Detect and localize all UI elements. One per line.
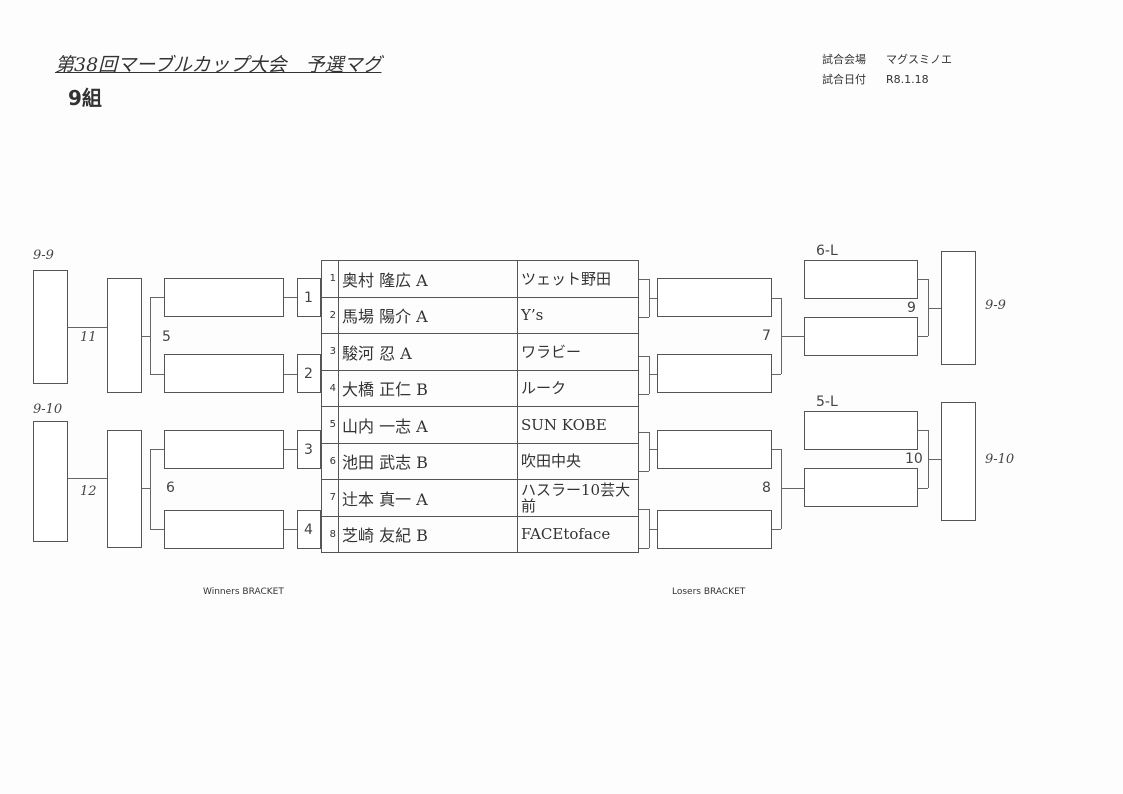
hand-note-9-9: 9-9 [985,298,1006,313]
match-number-8: 8 [762,480,771,496]
team-name: FACEtoface [517,515,639,553]
match-box-3: 3 [297,430,321,469]
seed-number: 2 [321,296,339,334]
team-name: 吹田中央 [517,442,639,480]
hand-note-11: 11 [80,330,97,345]
hand-note-12: 12 [80,484,97,499]
loser-slot[interactable] [657,430,772,469]
semi-box-w1[interactable] [107,278,142,393]
loser-slot[interactable] [804,317,918,356]
final-box-l2[interactable] [941,402,976,521]
match-number-10: 10 [905,451,923,467]
seed-number: 5 [321,406,339,444]
winner-slot[interactable] [164,354,284,393]
player-name: 山内 一志 A [338,406,518,444]
venue-label: 試合会場 [822,53,866,66]
player-name: 池田 武志 B [338,442,518,480]
winner-slot[interactable] [164,510,284,549]
venue-value: マグスミノエ [886,53,952,66]
match-number-7: 7 [762,328,771,344]
match-box-1: 1 [297,278,321,317]
final-box-w2[interactable] [33,421,68,542]
winners-bracket-label: Winners BRACKET [203,587,284,597]
winner-slot[interactable] [164,430,284,469]
team-name: ルーク [517,369,639,407]
tournament-title: 第38回マーブルカップ大会 予選マグ [55,54,382,76]
hand-note-9-9: 9-9 [33,248,54,263]
player-name: 大橋 正仁 B [338,369,518,407]
date-label: 試合日付 [822,73,866,86]
winner-slot[interactable] [164,278,284,317]
hand-note-9-10: 9-10 [33,402,63,417]
semi-box-w2[interactable] [107,430,142,548]
player-name: 馬場 陽介 A [338,296,518,334]
final-box-l1[interactable] [941,251,976,365]
venue-row: 試合会場 マグスミノエ [822,51,972,67]
losers-bracket-label: Losers BRACKET [672,587,746,597]
loser-slot[interactable] [657,354,772,393]
match-box-2: 2 [297,354,321,393]
group-label: 9組 [68,86,102,110]
seed-number: 3 [321,333,339,371]
team-name: ツェット野田 [517,260,639,298]
loser-slot[interactable] [657,510,772,549]
loser-slot[interactable] [804,411,918,450]
team-name: ハスラー10芸大前 [517,479,639,517]
match-number-6: 6 [166,480,175,496]
team-name: ワラビー [517,333,639,371]
player-name: 芝崎 友紀 B [338,515,518,553]
seed-number: 7 [321,479,339,517]
match-number-5: 5 [162,329,171,345]
seed-label-6-L: 6-L [816,243,838,259]
player-name: 駿河 忍 A [338,333,518,371]
date-row: 試合日付 R8.1.18 [822,71,949,87]
seed-label-5-L: 5-L [816,394,838,410]
player-name: 辻本 真一 A [338,479,518,517]
loser-slot[interactable] [657,278,772,317]
seed-number: 8 [321,515,339,553]
team-name: Y’s [517,296,639,334]
seed-number: 6 [321,442,339,480]
team-name: SUN KOBE [517,406,639,444]
loser-slot[interactable] [804,468,918,507]
loser-slot[interactable] [804,260,918,299]
final-box-w1[interactable] [33,270,68,384]
match-box-4: 4 [297,510,321,549]
date-value: R8.1.18 [886,73,929,86]
hand-note-9-10: 9-10 [985,452,1015,467]
seed-number: 4 [321,369,339,407]
player-name: 奥村 隆広 A [338,260,518,298]
seed-number: 1 [321,260,339,298]
match-number-9: 9 [907,300,916,316]
